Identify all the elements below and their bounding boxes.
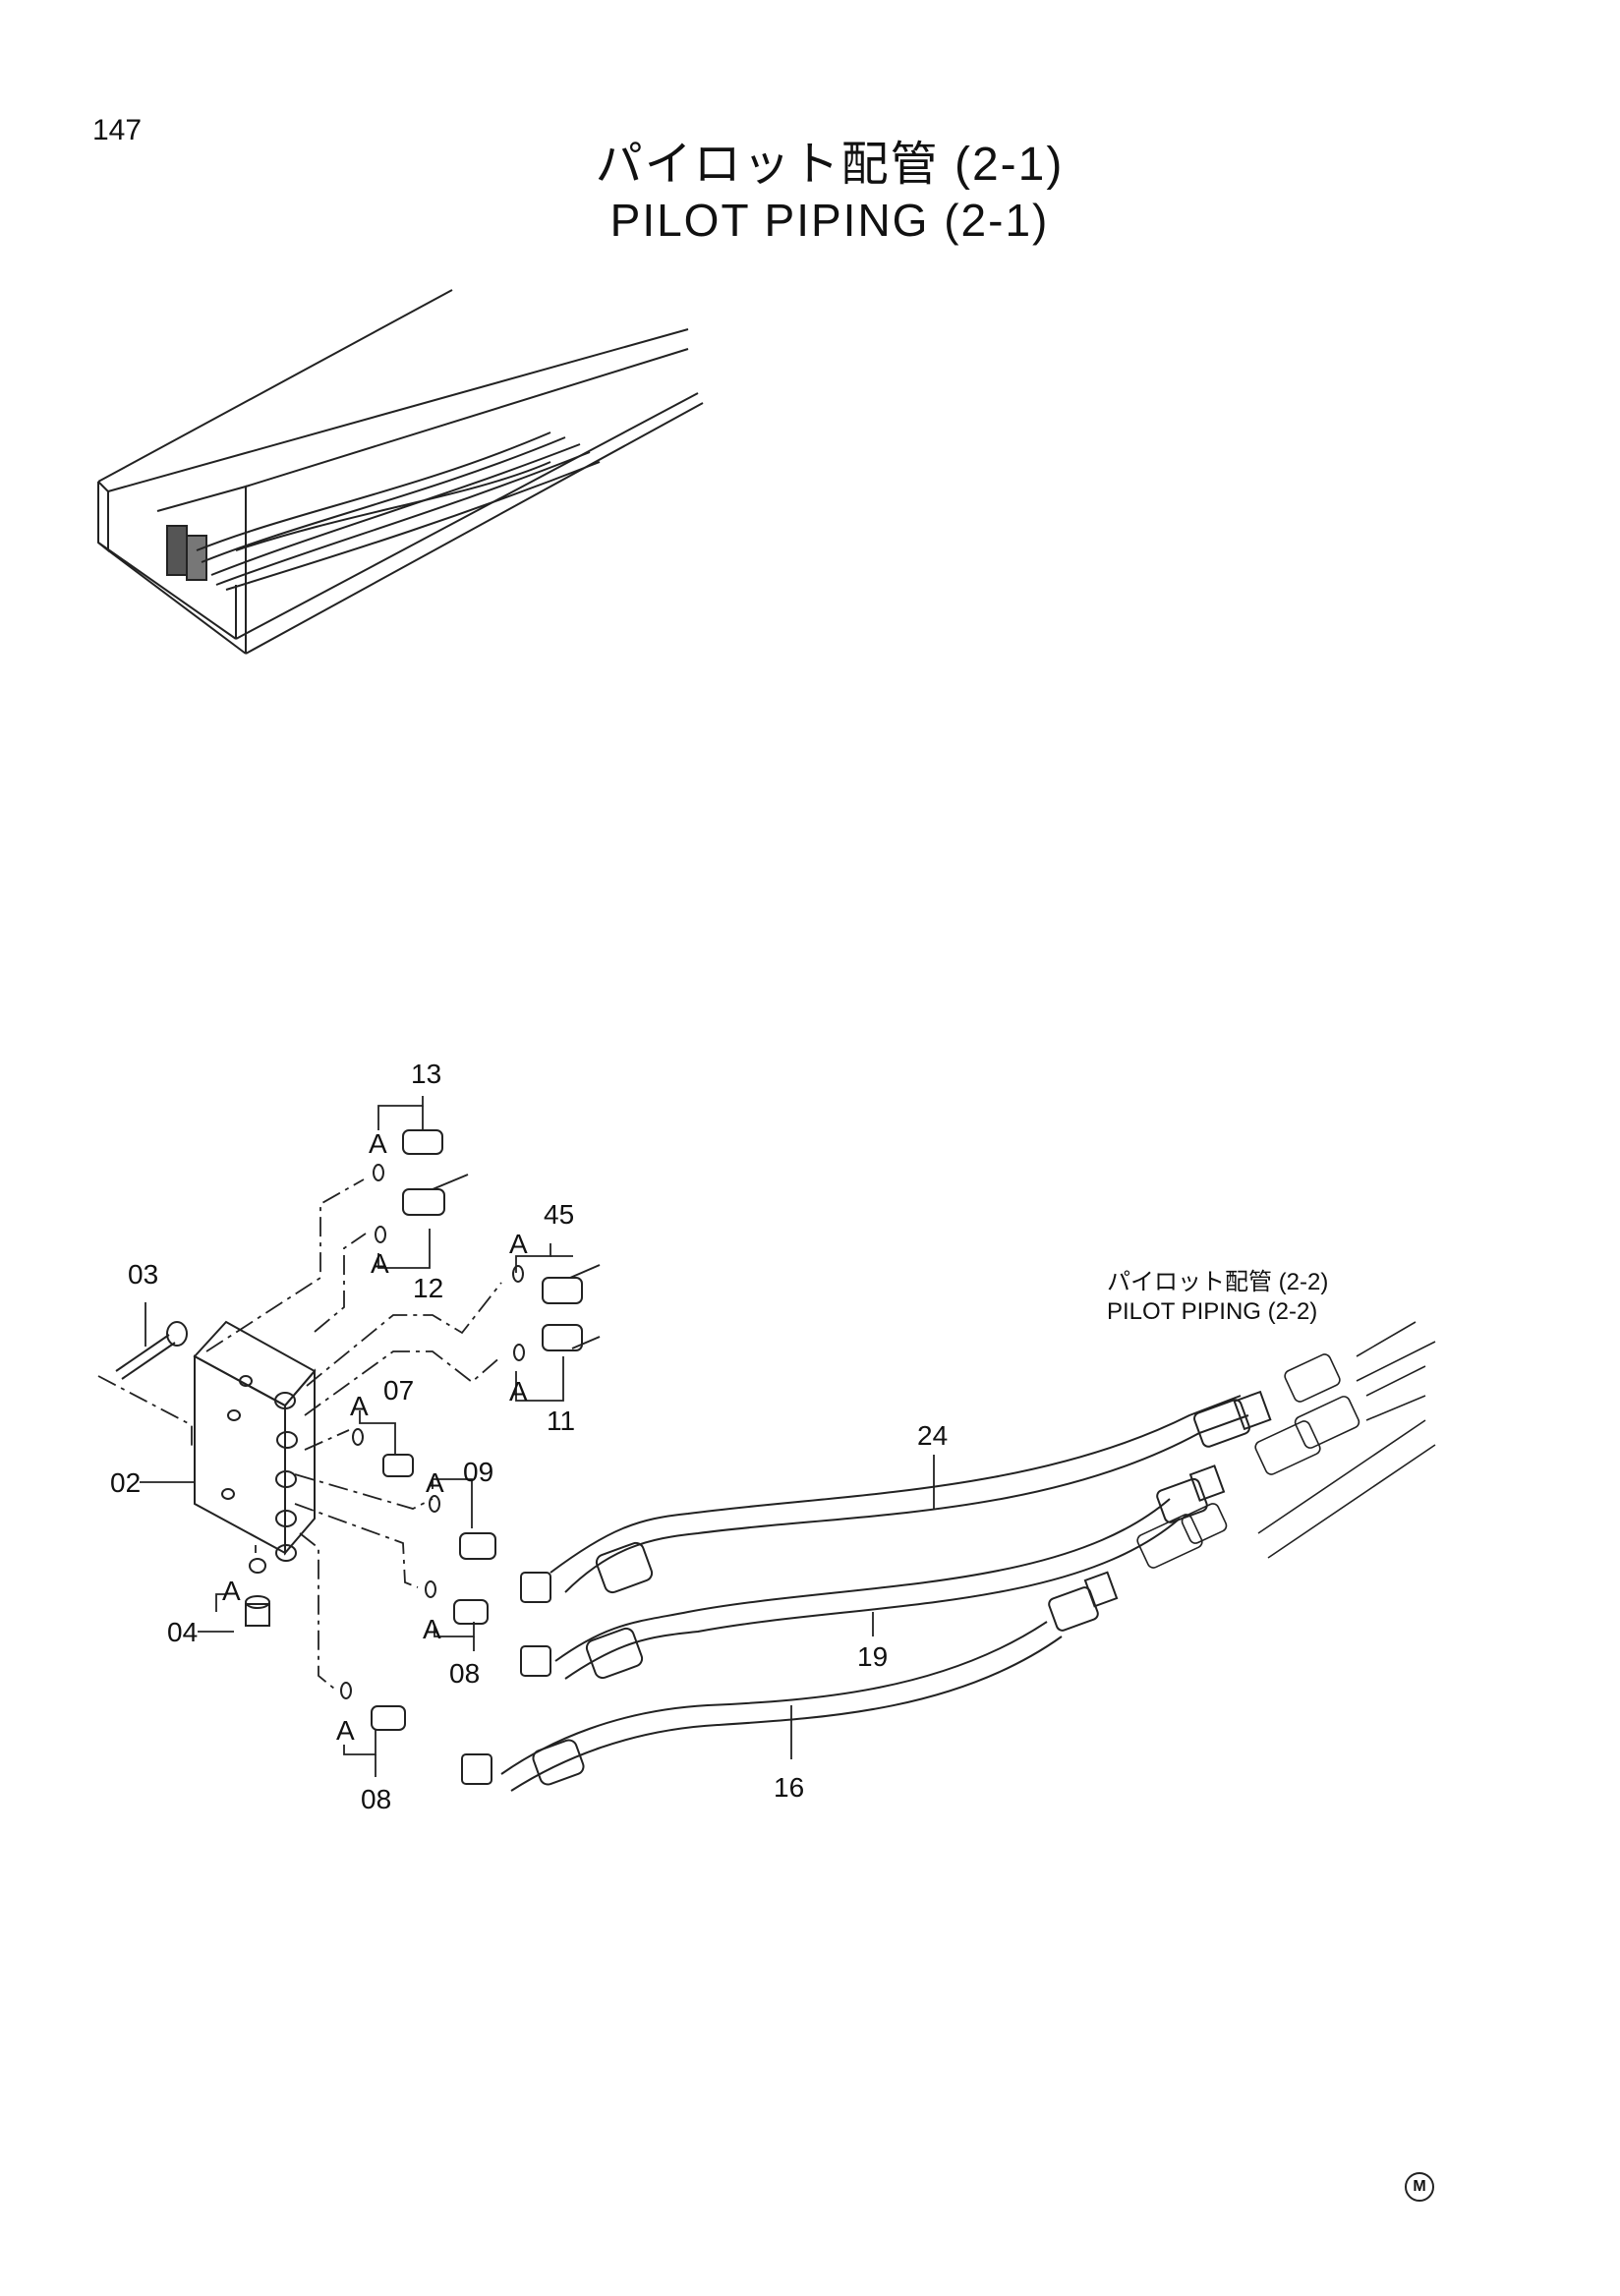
page-number: 147: [92, 114, 143, 146]
detail-a-12: A: [371, 1248, 389, 1279]
page-title: パイロット配管 (2-1) PILOT PIPING (2-1): [0, 138, 1620, 248]
detail-a-04: A: [222, 1576, 241, 1606]
leader-lines: [140, 1096, 935, 1777]
hose-16: [500, 1571, 1119, 1792]
continuation-reference: パイロット配管 (2-2) PILOT PIPING (2-2): [1107, 1268, 1328, 1327]
callout-45: 45: [544, 1199, 574, 1230]
continuation-lines: [1136, 1321, 1436, 1569]
reference-japanese: パイロット配管 (2-2): [1107, 1269, 1329, 1295]
routing-lines: [97, 1178, 502, 1690]
manifold-block: [193, 1320, 317, 1562]
detail-a-09: A: [426, 1467, 444, 1498]
callout-02: 02: [110, 1467, 141, 1498]
detail-a-13: A: [369, 1128, 387, 1159]
title-english: PILOT PIPING (2-1): [609, 195, 1050, 246]
hose-19: [554, 1464, 1226, 1680]
callout-07: 07: [383, 1375, 414, 1406]
hose-24: [550, 1390, 1272, 1594]
bolt-03: [115, 1321, 188, 1380]
detail-a-11: A: [509, 1376, 528, 1406]
detail-a-45: A: [509, 1229, 528, 1259]
callout-03: 03: [128, 1259, 158, 1290]
title-japanese: パイロット配管 (2-1): [595, 139, 1065, 191]
detail-a-08-upper: A: [423, 1614, 441, 1644]
reference-english: PILOT PIPING (2-2): [1107, 1298, 1318, 1325]
callout-11: 11: [547, 1406, 575, 1436]
detail-a-07: A: [350, 1391, 369, 1421]
fittings: [371, 1129, 601, 1731]
o-rings: [340, 1164, 525, 1699]
callout-13: 13: [411, 1059, 441, 1089]
callout-24: 24: [917, 1420, 948, 1451]
callout-08-upper: 08: [449, 1658, 480, 1689]
callout-19: 19: [857, 1641, 888, 1672]
detail-a-08-lower: A: [336, 1715, 355, 1746]
callout-12: 12: [413, 1273, 443, 1303]
plug-04: [245, 1558, 270, 1627]
callout-16: 16: [774, 1772, 804, 1803]
callout-04: 04: [167, 1617, 198, 1647]
manufacturer-mark: M: [1405, 2172, 1434, 2202]
callout-09: 09: [463, 1457, 493, 1487]
hose-end-nuts: [461, 1572, 551, 1785]
callout-08-lower: 08: [361, 1784, 391, 1814]
boom-overview-illustration: [97, 289, 704, 655]
